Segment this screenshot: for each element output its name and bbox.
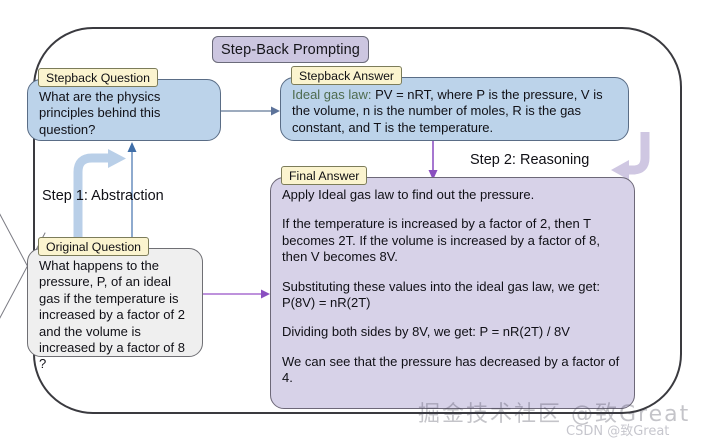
final-answer-para-3: Substituting these values into the ideal…	[282, 278, 600, 311]
original-question-text: What happens to the pressure, P, of an i…	[39, 258, 185, 372]
stepback-answer-lead: Ideal gas law:	[292, 87, 372, 102]
final-answer-para-1: Apply Ideal gas law to find out the pres…	[282, 187, 535, 202]
node-stepback-answer: Ideal gas law: PV = nRT, where P is the …	[280, 77, 629, 141]
watermark-secondary: CSDN @致Great	[566, 424, 670, 438]
arrow-original-to-stepback	[127, 142, 137, 245]
step2-loop-arrow	[611, 132, 650, 180]
final-answer-para-2: If the temperature is increased by a fac…	[282, 216, 600, 265]
stepback-question-text: What are the physics principles behind t…	[39, 89, 161, 137]
step1-label: Step 1: Abstraction	[42, 188, 164, 204]
node-stepback-question: What are the physics principles behind t…	[27, 79, 221, 141]
final-answer-para-4: Dividing both sides by 8V, we get: P = n…	[282, 324, 570, 340]
arrow-question-to-answer	[221, 106, 280, 116]
step1-loop-arrow	[73, 149, 126, 274]
node-original-question: What happens to the pressure, P, of an i…	[27, 248, 203, 371]
tag-stepback-question: Stepback Question	[38, 68, 158, 87]
tag-final-answer: Final Answer	[281, 166, 368, 185]
watermark-primary: 掘金技术社区 @致Great	[418, 402, 691, 427]
diagram-outer-frame	[33, 27, 682, 414]
tag-original-question: Original Question	[38, 237, 150, 256]
arrow-answer-to-final	[428, 141, 438, 180]
tag-stepback-answer: Stepback Answer	[291, 66, 403, 85]
final-answer-para-5: We can see that the pressure has decreas…	[282, 353, 620, 386]
stepback-answer-text: PV = nRT, where P is the pressure, V is …	[292, 87, 603, 135]
node-final-answer: Apply Ideal gas law to find out the pres…	[270, 177, 635, 409]
diagram-title-chip: Step-Back Prompting	[212, 36, 369, 63]
arrow-original-to-final	[203, 289, 270, 299]
step2-label: Step 2: Reasoning	[470, 152, 590, 168]
